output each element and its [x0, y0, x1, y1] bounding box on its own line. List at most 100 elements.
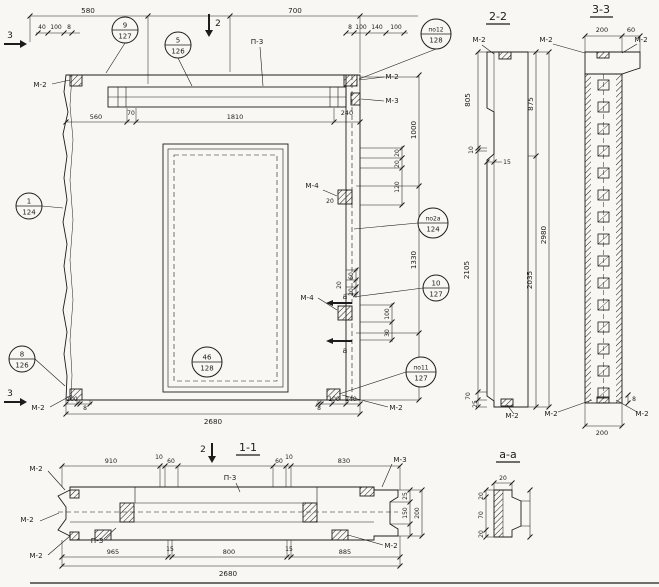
hollow-cores — [597, 79, 610, 399]
mark-label: М-2 — [505, 411, 518, 420]
dimension-label: 70 — [465, 392, 472, 400]
dimension-label: 830 — [338, 457, 350, 465]
dimension-label: 100 — [50, 24, 62, 31]
dimension-label: 875 — [526, 97, 535, 111]
dimension-label: 100 — [66, 396, 78, 403]
mark-label: М-4 — [300, 293, 314, 302]
hollow-core-hatch — [597, 79, 610, 91]
dimension-label: 20 — [394, 149, 401, 157]
mark-label: М-2 — [635, 409, 648, 418]
a-cut-marks — [326, 300, 352, 344]
dimension-label: 100 — [390, 24, 402, 31]
mark-label: М-2 — [385, 72, 398, 81]
hollow-core-cell — [597, 167, 610, 179]
mark-label: М-2 — [29, 464, 42, 473]
dimension-label: 800 — [223, 548, 235, 556]
section-cut-label: 3 — [7, 389, 13, 399]
callout-top-number: по2а — [425, 216, 440, 223]
section-3-3-flange — [584, 51, 641, 75]
mark-label: М-2 — [20, 515, 33, 524]
dimension-label: 10 — [468, 146, 475, 154]
hollow-core-cell — [597, 255, 610, 267]
dimension-label: 20 — [348, 288, 355, 296]
dimension-label: 2105 — [462, 261, 471, 279]
hollow-core-hatch — [597, 101, 610, 113]
mark-label: М-2 — [384, 541, 397, 550]
dimension-label: 2035 — [525, 271, 534, 289]
dimension-label: 8 — [67, 24, 71, 31]
callout-bottom-number: 124 — [426, 226, 440, 234]
hollow-core-cell — [597, 321, 610, 333]
hollow-core-hatch — [597, 189, 610, 201]
dimension-label: 15 — [166, 546, 174, 553]
dimension-label: 100 — [328, 396, 340, 403]
dimension-lines — [27, 13, 643, 569]
section-2-2-title: 2-2 — [489, 10, 507, 23]
dimension-label: 25 — [402, 492, 409, 500]
dimension-label: 2680 — [204, 417, 223, 426]
door-opening — [162, 143, 289, 393]
callout-top-number: 8 — [20, 351, 24, 359]
callout-top-number: по12 — [428, 27, 443, 34]
dimension-label: 910 — [105, 457, 117, 465]
section-cut-label: 2 — [200, 445, 206, 455]
dimension-line-set — [30, 15, 640, 567]
section-cut-marks — [4, 14, 216, 463]
dimension-label: 20 — [336, 281, 343, 289]
dimension-label: 20 — [478, 530, 485, 538]
hollow-core-hatch — [597, 299, 610, 311]
dimension-label: 100 — [355, 24, 367, 31]
hollow-core-hatch — [597, 343, 610, 355]
callout-bottom-number: 128 — [200, 365, 213, 373]
mark-label: М-2 — [634, 35, 647, 44]
callout-top-number: 10 — [432, 280, 441, 288]
dimension-label: 10 — [155, 454, 163, 461]
mark-label: П-3 — [91, 536, 104, 545]
dimension-label: 1000 — [409, 120, 418, 139]
hollow-core-hatch — [597, 211, 610, 223]
dimension-label: 70 — [127, 110, 135, 117]
dimension-label: 40 — [38, 24, 46, 31]
hollow-core-cell — [597, 189, 610, 201]
dimension-label: 60 — [348, 272, 355, 280]
dimension-label: 20 — [478, 492, 485, 500]
hollow-core-cell — [597, 387, 610, 399]
dimension-label: 580 — [81, 6, 95, 15]
dimension-label: 200 — [596, 26, 608, 34]
lintel-channel — [107, 86, 347, 108]
hollow-core-hatch — [597, 277, 610, 289]
dimension-label: 70 — [478, 511, 485, 519]
hollow-core-cell — [597, 299, 610, 311]
panel-left-edge-texture — [69, 74, 74, 401]
dimension-label: 240 — [341, 109, 353, 117]
mark-label: М-2 — [31, 403, 44, 412]
mark-label: М-2 — [539, 35, 552, 44]
section-3-3-view — [584, 16, 641, 404]
dimension-label: 8 — [317, 405, 321, 412]
section-1-1-title: 1-1 — [239, 441, 257, 454]
mark-label: М-2 — [33, 80, 46, 89]
dimension-label: 700 — [288, 6, 302, 15]
leader-lines — [34, 42, 638, 556]
hollow-core-hatch — [597, 387, 610, 399]
section-cut-label: a — [343, 346, 348, 355]
hollow-core-cell — [597, 343, 610, 355]
dimension-label: 8 — [632, 396, 636, 403]
callout-bottom-number: 128 — [429, 37, 442, 45]
hollow-core-hatch — [597, 145, 610, 157]
section-a-a-title: а-а — [499, 448, 516, 461]
dimension-label: 10 — [285, 454, 293, 461]
dimension-label: 1810 — [227, 113, 244, 121]
hollow-core-cell — [597, 365, 610, 377]
dimension-label: 1330 — [409, 250, 418, 269]
callout-top-number: 1 — [27, 198, 31, 206]
mark-label: М-2 — [389, 403, 402, 412]
callout-top-number: 5 — [176, 37, 180, 45]
dimension-label: 15 — [503, 159, 511, 166]
dimension-label: 60 — [275, 458, 283, 465]
